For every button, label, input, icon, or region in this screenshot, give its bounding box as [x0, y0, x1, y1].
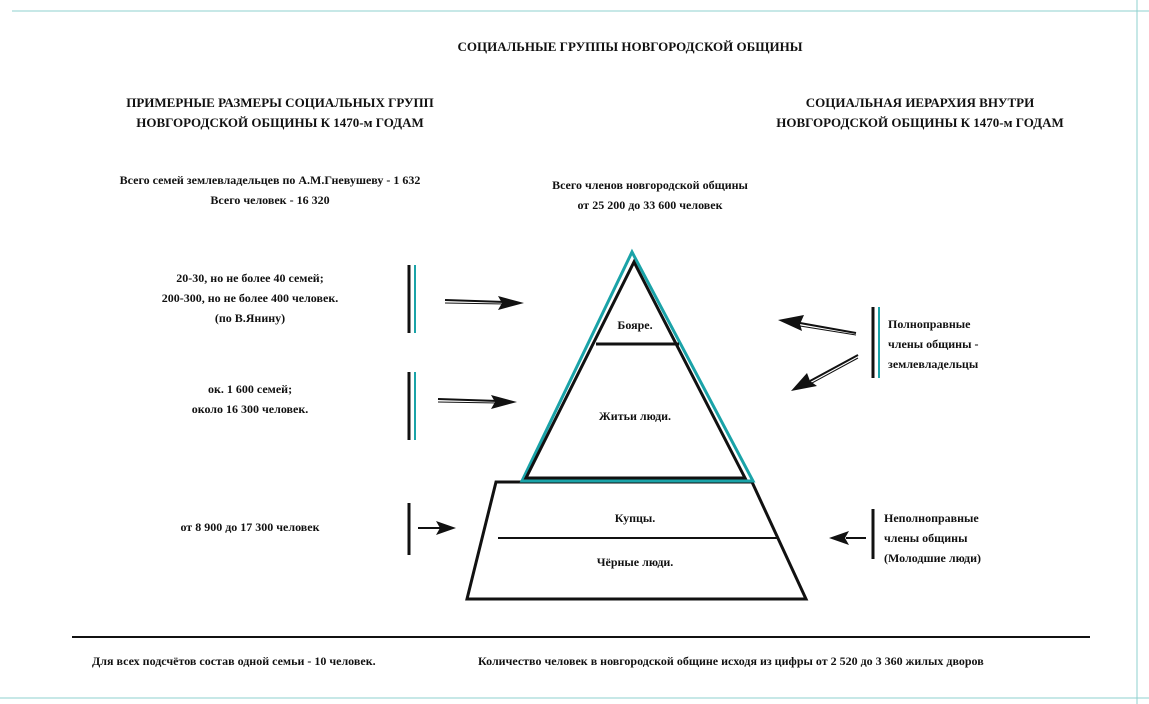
arrow-to-lower	[418, 521, 456, 535]
size-lower-line1: от 8 900 до 17 300 человек	[180, 520, 320, 534]
arrow-partial-members	[829, 531, 866, 545]
size-boyare: 20-30, но не более 40 семей; 200-300, но…	[120, 268, 380, 328]
size-boyare-line1: 20-30, но не более 40 семей;	[176, 271, 324, 285]
totals-left: Всего семей землевладельцев по А.М.Гневу…	[80, 170, 460, 210]
footer-left-text: Для всех подсчётов состав одной семьи - …	[92, 654, 376, 668]
arrow-full-members-up	[778, 315, 857, 336]
footer-right: Количество человек в новгородской общине…	[478, 651, 984, 671]
right-header-line1: СОЦИАЛЬНАЯ ИЕРАРХИЯ ВНУТРИ	[805, 95, 1035, 110]
right-header: СОЦИАЛЬНАЯ ИЕРАРХИЯ ВНУТРИ НОВГОРОДСКОЙ …	[740, 93, 1100, 133]
footer-right-text: Количество человек в новгородской общине…	[478, 654, 984, 668]
size-zhitii-line1: ок. 1 600 семей;	[207, 382, 293, 396]
totals-left-line2: Всего человек - 16 320	[210, 193, 330, 207]
level-zhitii: Житьи люди.	[565, 406, 705, 426]
left-header: ПРИМЕРНЫЕ РАЗМЕРЫ СОЦИАЛЬНЫХ ГРУПП НОВГО…	[100, 93, 460, 133]
level-boyare: Бояре.	[585, 315, 685, 335]
size-zhitii: ок. 1 600 семей; около 16 300 человек.	[120, 379, 380, 419]
right-header-line2: НОВГОРОДСКОЙ ОБЩИНЫ К 1470-м ГОДАМ	[776, 115, 1064, 130]
arrow-full-members-down	[791, 354, 859, 391]
class-partial-members: Неполноправные члены общины (Молодшие лю…	[884, 508, 1064, 568]
level-zhitii-text: Житьи люди.	[598, 409, 672, 423]
title-text: СОЦИАЛЬНЫЕ ГРУППЫ НОВГОРОДСКОЙ ОБЩИНЫ	[457, 39, 803, 54]
pyramid-lower-section	[465, 480, 809, 601]
totals-center-line2: от 25 200 до 33 600 человек	[577, 198, 723, 212]
left-header-line1: ПРИМЕРНЫЕ РАЗМЕРЫ СОЦИАЛЬНЫХ ГРУПП	[126, 95, 434, 110]
level-kuptsy: Купцы.	[570, 508, 700, 528]
left-header-line2: НОВГОРОДСКОЙ ОБЩИНЫ К 1470-м ГОДАМ	[136, 115, 424, 130]
pyramid-upper-outline-accent	[519, 248, 756, 483]
pyramid-upper-section	[523, 258, 748, 480]
page-title: СОЦИАЛЬНЫЕ ГРУППЫ НОВГОРОДСКОЙ ОБЩИНЫ	[340, 37, 920, 57]
class-full-members: Полноправные члены общины - землевладель…	[888, 314, 1048, 374]
level-chernye: Чёрные люди.	[560, 552, 710, 572]
level-boyare-text: Бояре.	[617, 318, 653, 332]
size-zhitii-line2: около 16 300 человек.	[191, 402, 309, 416]
arrow-to-zhitii	[437, 395, 517, 409]
class-full-line2: члены общины -	[888, 337, 979, 351]
class-full-line3: землевладельцы	[888, 357, 979, 371]
footer-left: Для всех подсчётов состав одной семьи - …	[92, 651, 376, 671]
level-chernye-text: Чёрные люди.	[596, 555, 674, 569]
size-boyare-line2: 200-300, но не более 400 человек.	[161, 291, 339, 305]
totals-left-line1: Всего семей землевладельцев по А.М.Гневу…	[119, 173, 421, 187]
size-boyare-line3: (по В.Янину)	[214, 311, 286, 325]
arrow-to-boyare	[444, 296, 524, 310]
class-partial-line3: (Молодшие люди)	[884, 551, 982, 565]
class-partial-line1: Неполноправные	[884, 511, 979, 525]
totals-center-line1: Всего членов новгородской общины	[552, 178, 748, 192]
totals-center: Всего членов новгородской общины от 25 2…	[500, 175, 800, 215]
level-kuptsy-text: Купцы.	[614, 511, 656, 525]
class-full-line1: Полноправные	[888, 317, 971, 331]
size-lower: от 8 900 до 17 300 человек	[120, 517, 380, 537]
class-partial-line2: члены общины	[884, 531, 968, 545]
